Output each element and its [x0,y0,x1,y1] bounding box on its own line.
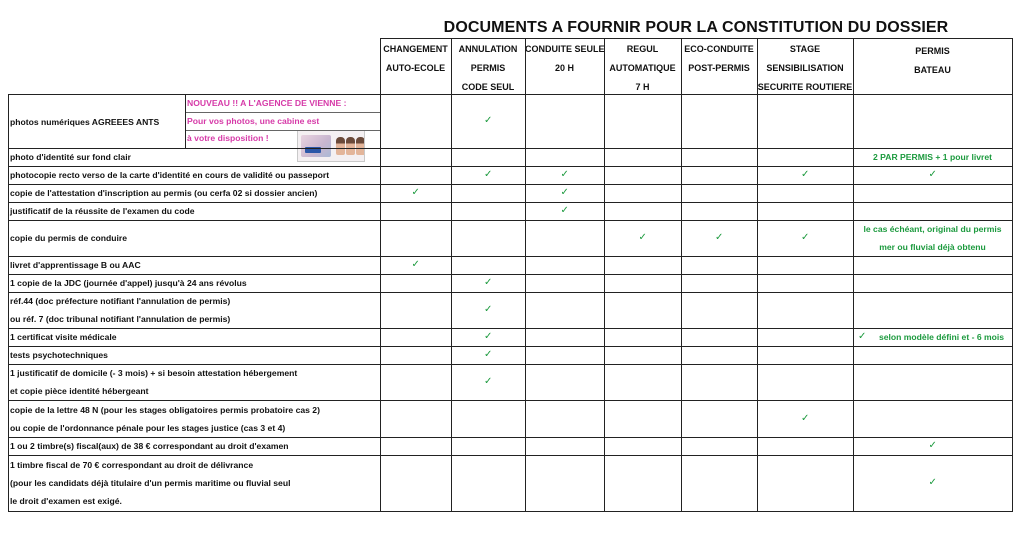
table-border [451,38,452,512]
checkmark-icon: ✓ [484,277,493,288]
row-label: 1 certificat visite médicale [10,332,117,342]
checkmark-icon: ✓ [928,477,937,488]
row-label: le droit d'examen est exigé. [10,496,122,506]
row-label: copie de l'attestation d'inscription au … [10,188,318,198]
column-header-stage: SENSIBILISATION [766,63,844,73]
row-label: (pour les candidats déjà titulaire d'un … [10,478,291,488]
checkmark-icon: ✓ [411,187,420,198]
table-border [8,437,1013,438]
table-border [8,184,1013,185]
column-header-annulation: PERMIS [470,63,506,73]
checkmark-icon: ✓ [560,205,569,216]
checkmark-icon: ✓ [801,412,810,424]
table-border [8,202,1013,203]
table-border [8,94,1013,95]
row-label: 1 ou 2 timbre(s) fiscal(aux) de 38 € cor… [10,441,289,451]
table-border [853,38,854,512]
checkmark-icon: ✓ [801,232,810,243]
row-label: photocopie recto verso de la carte d'ide… [10,170,330,180]
table-border [8,455,1013,456]
table-border [8,292,1013,293]
bateau-note: 2 PAR PERMIS + 1 pour livret [873,152,992,162]
row-label: livret d'apprentissage B ou AAC [10,260,141,270]
row-label: 1 copie de la JDC (journée d'appel) jusq… [10,278,247,288]
bateau-note: selon modèle défini et - 6 mois [878,332,1005,342]
bateau-note: mer ou fluvial déjà obtenu [879,242,986,252]
bateau-note: le cas échéant, original du permis [863,224,1002,234]
table-border [8,256,1013,257]
checkmark-icon: ✓ [560,187,569,198]
column-header-bateau: PERMIS [915,46,950,56]
column-header-conduite: CONDUITE SEULE [525,44,605,54]
agency-notice-line: à votre disposition ! [187,133,269,143]
table-border [185,94,186,148]
column-header-stage: STAGE [789,44,821,54]
agency-notice-line: Pour vos photos, une cabine est [187,115,320,126]
column-header-bateau: BATEAU [914,65,951,75]
column-header-annulation: ANNULATION [458,44,518,54]
table-border [185,112,380,113]
checkmark-icon: ✓ [801,169,810,180]
checkmark-icon: ✓ [484,115,493,126]
row-label: justificatif de la réussite de l'examen … [10,206,195,216]
checkmark-icon: ✓ [411,259,420,270]
column-header-regul: AUTOMATIQUE [609,63,676,73]
row-label: copie de la lettre 48 N (pour les stages… [10,404,320,415]
table-border [604,38,605,512]
table-border [185,130,380,131]
row-label: ou réf. 7 (doc tribunal notifiant l'annu… [10,314,231,324]
table-border [757,38,758,512]
checkmark-icon: ✓ [484,169,493,180]
photo-booth-sample-icon [297,130,365,162]
table-border [8,364,1013,365]
row-label: photo d'identité sur fond clair [10,152,131,162]
table-border [8,166,1013,167]
column-header-annulation: CODE SEUL [461,82,515,92]
checkmark-icon: ✓ [484,331,493,342]
table-border [8,148,1013,149]
column-header-regul: REGUL [626,44,659,54]
row-label: copie du permis de conduire [10,233,127,243]
table-border [525,38,526,512]
row-label: 1 timbre fiscal de 70 € correspondant au… [10,460,254,470]
checkmark-icon: ✓ [638,232,647,243]
table-border [1012,38,1013,512]
row-label: 1 justificatif de domicile (- 3 mois) + … [10,368,298,378]
column-header-eco: POST-PERMIS [688,63,750,73]
table-border [8,511,1013,512]
checkmark-icon: ✓ [858,331,867,342]
column-header-changement: CHANGEMENT [383,44,448,54]
checkmark-icon: ✓ [560,169,569,180]
table-border [380,38,1013,39]
table-border [8,274,1013,275]
column-header-conduite: 20 H [554,63,574,73]
table-border [8,328,1013,329]
row-label: réf.44 (doc préfecture notifiant l'annul… [10,296,231,306]
checkmark-icon: ✓ [715,232,724,243]
column-header-eco: ECO-CONDUITE [684,44,754,54]
checkmark-icon: ✓ [928,440,937,451]
row-label: ou copie de l'ordonnance pénale pour les… [10,422,286,433]
column-header-changement: AUTO-ECOLE [385,63,446,73]
checkmark-icon: ✓ [484,376,493,387]
column-header-regul: 7 H [635,82,650,92]
table-border [8,400,1013,401]
table-border [8,346,1013,347]
row-label: tests psychotechniques [10,350,108,360]
page-title: DOCUMENTS A FOURNIR POUR LA CONSTITUTION… [443,19,949,36]
checkmark-icon: ✓ [484,349,493,360]
row-label: photos numériques AGREEES ANTS [10,117,160,127]
checkmark-icon: ✓ [484,304,493,315]
table-border [681,38,682,512]
table-border [8,220,1013,221]
table-border [380,38,381,512]
agency-notice-line: NOUVEAU !! A L'AGENCE DE VIENNE : [187,98,347,108]
column-header-stage: SECURITE ROUTIERE [757,82,853,92]
row-label: et copie pièce identité hébergeant [10,386,149,396]
table-border [8,94,9,512]
checkmark-icon: ✓ [928,169,937,180]
